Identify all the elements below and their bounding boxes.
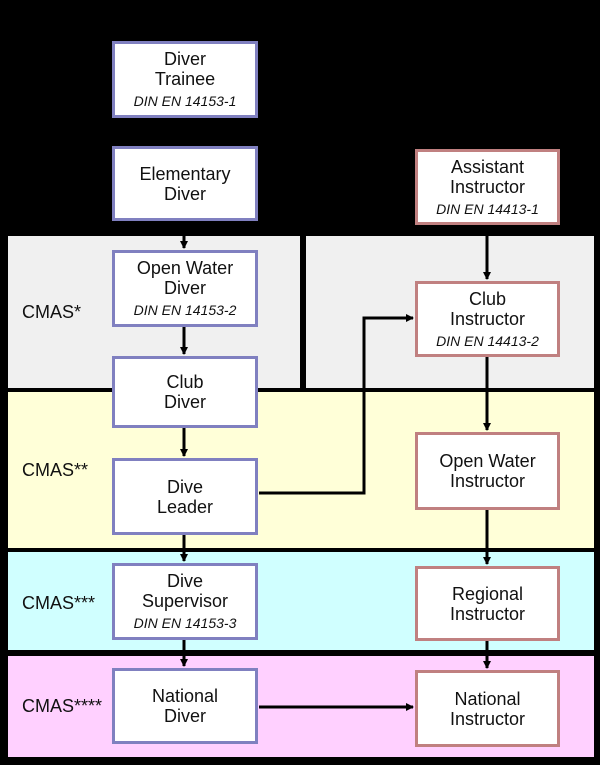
node-club-diver: Club Diver: [112, 356, 258, 428]
node-dive-supervisor: Dive Supervisor DIN EN 14153-3: [112, 563, 258, 640]
node-standard: DIN EN 14413-2: [436, 332, 539, 349]
node-title: Instructor: [449, 176, 526, 197]
node-national-instructor: National Instructor: [415, 670, 560, 747]
level-label-cmas4: CMAS****: [22, 696, 103, 716]
node-title: Assistant: [450, 156, 525, 177]
node-national-diver: National Diver: [112, 668, 258, 744]
level-label-cmas1: CMAS*: [22, 302, 82, 322]
node-title: Diver: [163, 392, 206, 412]
node-title: Regional: [451, 583, 524, 604]
node-title: Instructor: [449, 471, 526, 491]
node-assistant-instructor: Assistant Instructor DIN EN 14413-1: [415, 149, 560, 225]
node-title: Club: [468, 288, 507, 309]
node-standard: DIN EN 14153-2: [133, 302, 237, 318]
node-title: Dive: [166, 571, 203, 591]
node-title: Dive: [166, 476, 203, 497]
node-title: Open Water: [439, 451, 536, 471]
level-label-cmas2: CMAS**: [22, 460, 89, 480]
node-title: Club: [166, 372, 204, 392]
node-dive-leader: Dive Leader: [112, 458, 258, 535]
node-standard: DIN EN 14153-3: [133, 615, 237, 631]
node-title: Trainee: [154, 69, 216, 89]
level-label-cmas3: CMAS***: [22, 593, 96, 613]
node-regional-instructor: Regional Instructor: [415, 566, 560, 641]
node-title: Elementary: [139, 163, 231, 184]
node-title: Instructor: [449, 603, 526, 624]
node-title: Supervisor: [141, 591, 229, 611]
arrow-diveleader-to-club-instructor: [259, 314, 414, 495]
node-open-water-diver: Open Water Diver DIN EN 14153-2: [112, 250, 258, 327]
node-title: Open Water: [136, 258, 234, 278]
node-club-instructor: Club Instructor DIN EN 14413-2: [415, 281, 560, 357]
node-standard: DIN EN 14153-1: [133, 93, 237, 109]
node-title: Diver: [163, 706, 206, 726]
node-title: Instructor: [449, 308, 526, 329]
node-title: National: [151, 686, 219, 706]
node-title: Leader: [156, 496, 214, 517]
node-title: Diver: [163, 49, 206, 69]
node-open-water-instructor: Open Water Instructor: [415, 432, 560, 510]
node-title: Diver: [163, 183, 206, 204]
node-title: Diver: [163, 278, 206, 298]
node-title: National: [454, 688, 521, 709]
node-standard: DIN EN 14413-1: [436, 200, 539, 217]
node-elementary-diver: Elementary Diver: [112, 146, 258, 221]
node-title: Instructor: [449, 708, 526, 729]
node-diver-trainee: Diver Trainee DIN EN 14153-1: [112, 41, 258, 118]
